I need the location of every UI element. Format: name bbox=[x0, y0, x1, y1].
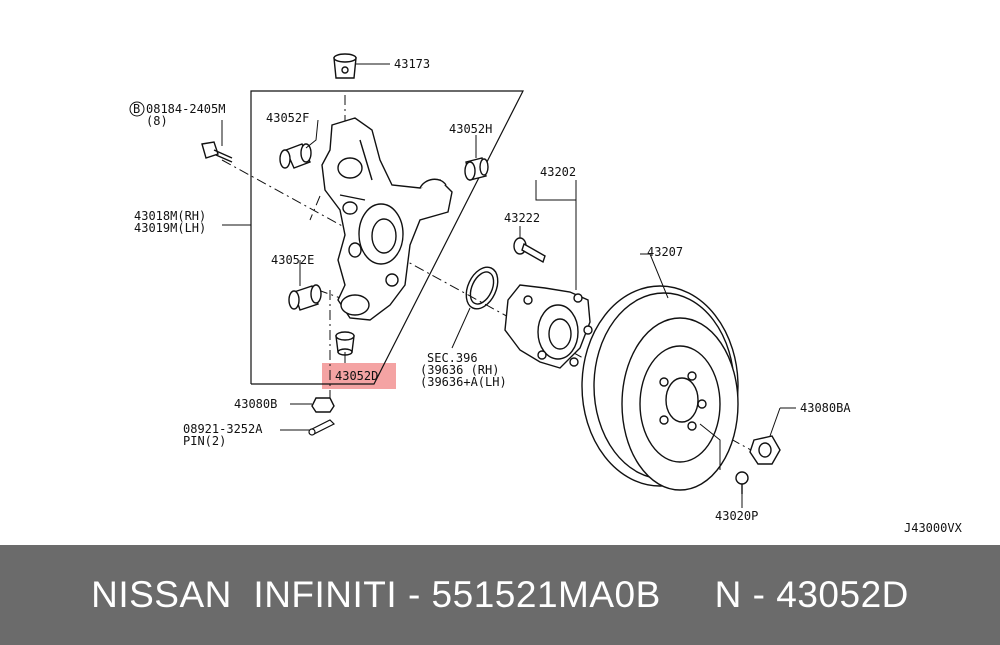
nut-43080ba bbox=[749, 435, 781, 465]
seal-39636 bbox=[465, 266, 499, 310]
label-08921-pin: PIN(2) bbox=[183, 434, 226, 448]
label-43080b: 43080B bbox=[234, 397, 277, 411]
label-43173: 43173 bbox=[394, 57, 430, 71]
hub-43202 bbox=[504, 284, 593, 369]
circled-b-letter: B bbox=[133, 102, 140, 116]
label-08184: 08184-2405M bbox=[146, 102, 225, 116]
bushing-43052d bbox=[335, 331, 355, 356]
nut-43080b bbox=[311, 397, 335, 413]
bushing-43052e bbox=[288, 284, 322, 311]
label-08184-qty: (8) bbox=[146, 114, 168, 128]
highlight-43052d bbox=[322, 363, 396, 389]
label-39636a: (39636+A(LH) bbox=[420, 375, 507, 389]
bushing-43173 bbox=[333, 53, 357, 79]
knuckle-group-frame bbox=[250, 90, 524, 385]
drawing-code: J43000VX bbox=[904, 521, 963, 535]
label-43202: 43202 bbox=[540, 165, 576, 179]
pin-08921 bbox=[308, 419, 336, 436]
leader-lines bbox=[221, 63, 796, 508]
label-43080ba: 43080BA bbox=[800, 401, 851, 415]
knuckle-part bbox=[321, 117, 453, 321]
part-number-caption: NISSAN INFINITI - 551521MA0B N - 43052D bbox=[91, 574, 909, 615]
hub-bolt-43222 bbox=[513, 237, 546, 264]
label-43052f: 43052F bbox=[266, 111, 309, 125]
label-43052h: 43052H bbox=[449, 122, 492, 136]
bushing-43052h bbox=[464, 157, 489, 181]
label-43020p: 43020P bbox=[715, 509, 758, 523]
label-43052e: 43052E bbox=[271, 253, 314, 267]
footer-banner: NISSAN INFINITI - 551521MA0B N - 43052D bbox=[0, 545, 1000, 645]
label-08921: 08921-3252A bbox=[183, 422, 263, 436]
label-43052d: 43052D bbox=[335, 369, 378, 383]
label-43019: 43019M(LH) bbox=[134, 221, 206, 235]
label-43222: 43222 bbox=[504, 211, 540, 225]
circled-b-symbol bbox=[129, 101, 145, 117]
label-43207: 43207 bbox=[647, 245, 683, 259]
brake-rotor-43207 bbox=[581, 285, 739, 491]
stud-43020p bbox=[735, 471, 749, 494]
exploded-parts-diagram: B 43173 43052F 43052H 08184-2405M (8) 43… bbox=[129, 53, 963, 535]
label-39636: (39636 (RH) bbox=[420, 363, 499, 377]
bushing-43052f bbox=[279, 143, 312, 169]
label-sec396: SEC.396 bbox=[427, 351, 478, 365]
bolt-08184 bbox=[201, 141, 233, 163]
label-43018: 43018M(RH) bbox=[134, 209, 206, 223]
